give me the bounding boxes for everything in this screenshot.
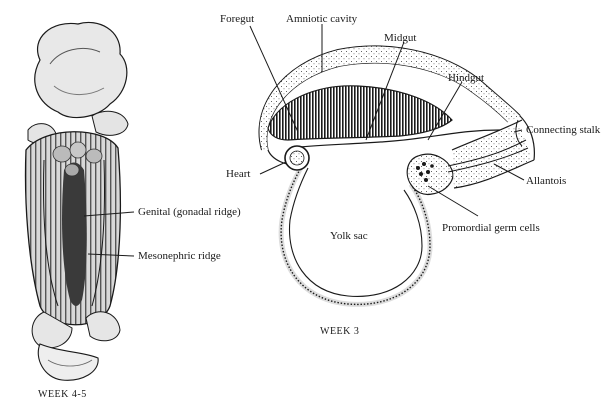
amniotic-cavity-label: Amniotic cavity (286, 13, 357, 25)
hindgut-label: Hindgut (448, 72, 484, 84)
sagittal-section (259, 46, 534, 304)
week-3-caption: WEEK 3 (320, 326, 359, 337)
allantois-label: Allantois (526, 175, 566, 187)
mesonephric-ridge-label: Mesonephric ridge (138, 250, 221, 262)
week-4-5-caption: WEEK 4-5 (38, 389, 87, 400)
embryo-illustration (26, 22, 128, 380)
midgut-label: Midgut (384, 32, 416, 44)
yolk-sac-label: Yolk sac (330, 230, 368, 242)
genital-ridge-label: Genital (gonadal ridge) (138, 206, 241, 218)
heart-label: Heart (226, 168, 250, 180)
primordial-germ-cells-label: Promordial germ cells (442, 222, 540, 234)
connecting-stalk-label: Connecting stalk (526, 124, 608, 136)
foregut-label: Foregut (220, 13, 254, 25)
